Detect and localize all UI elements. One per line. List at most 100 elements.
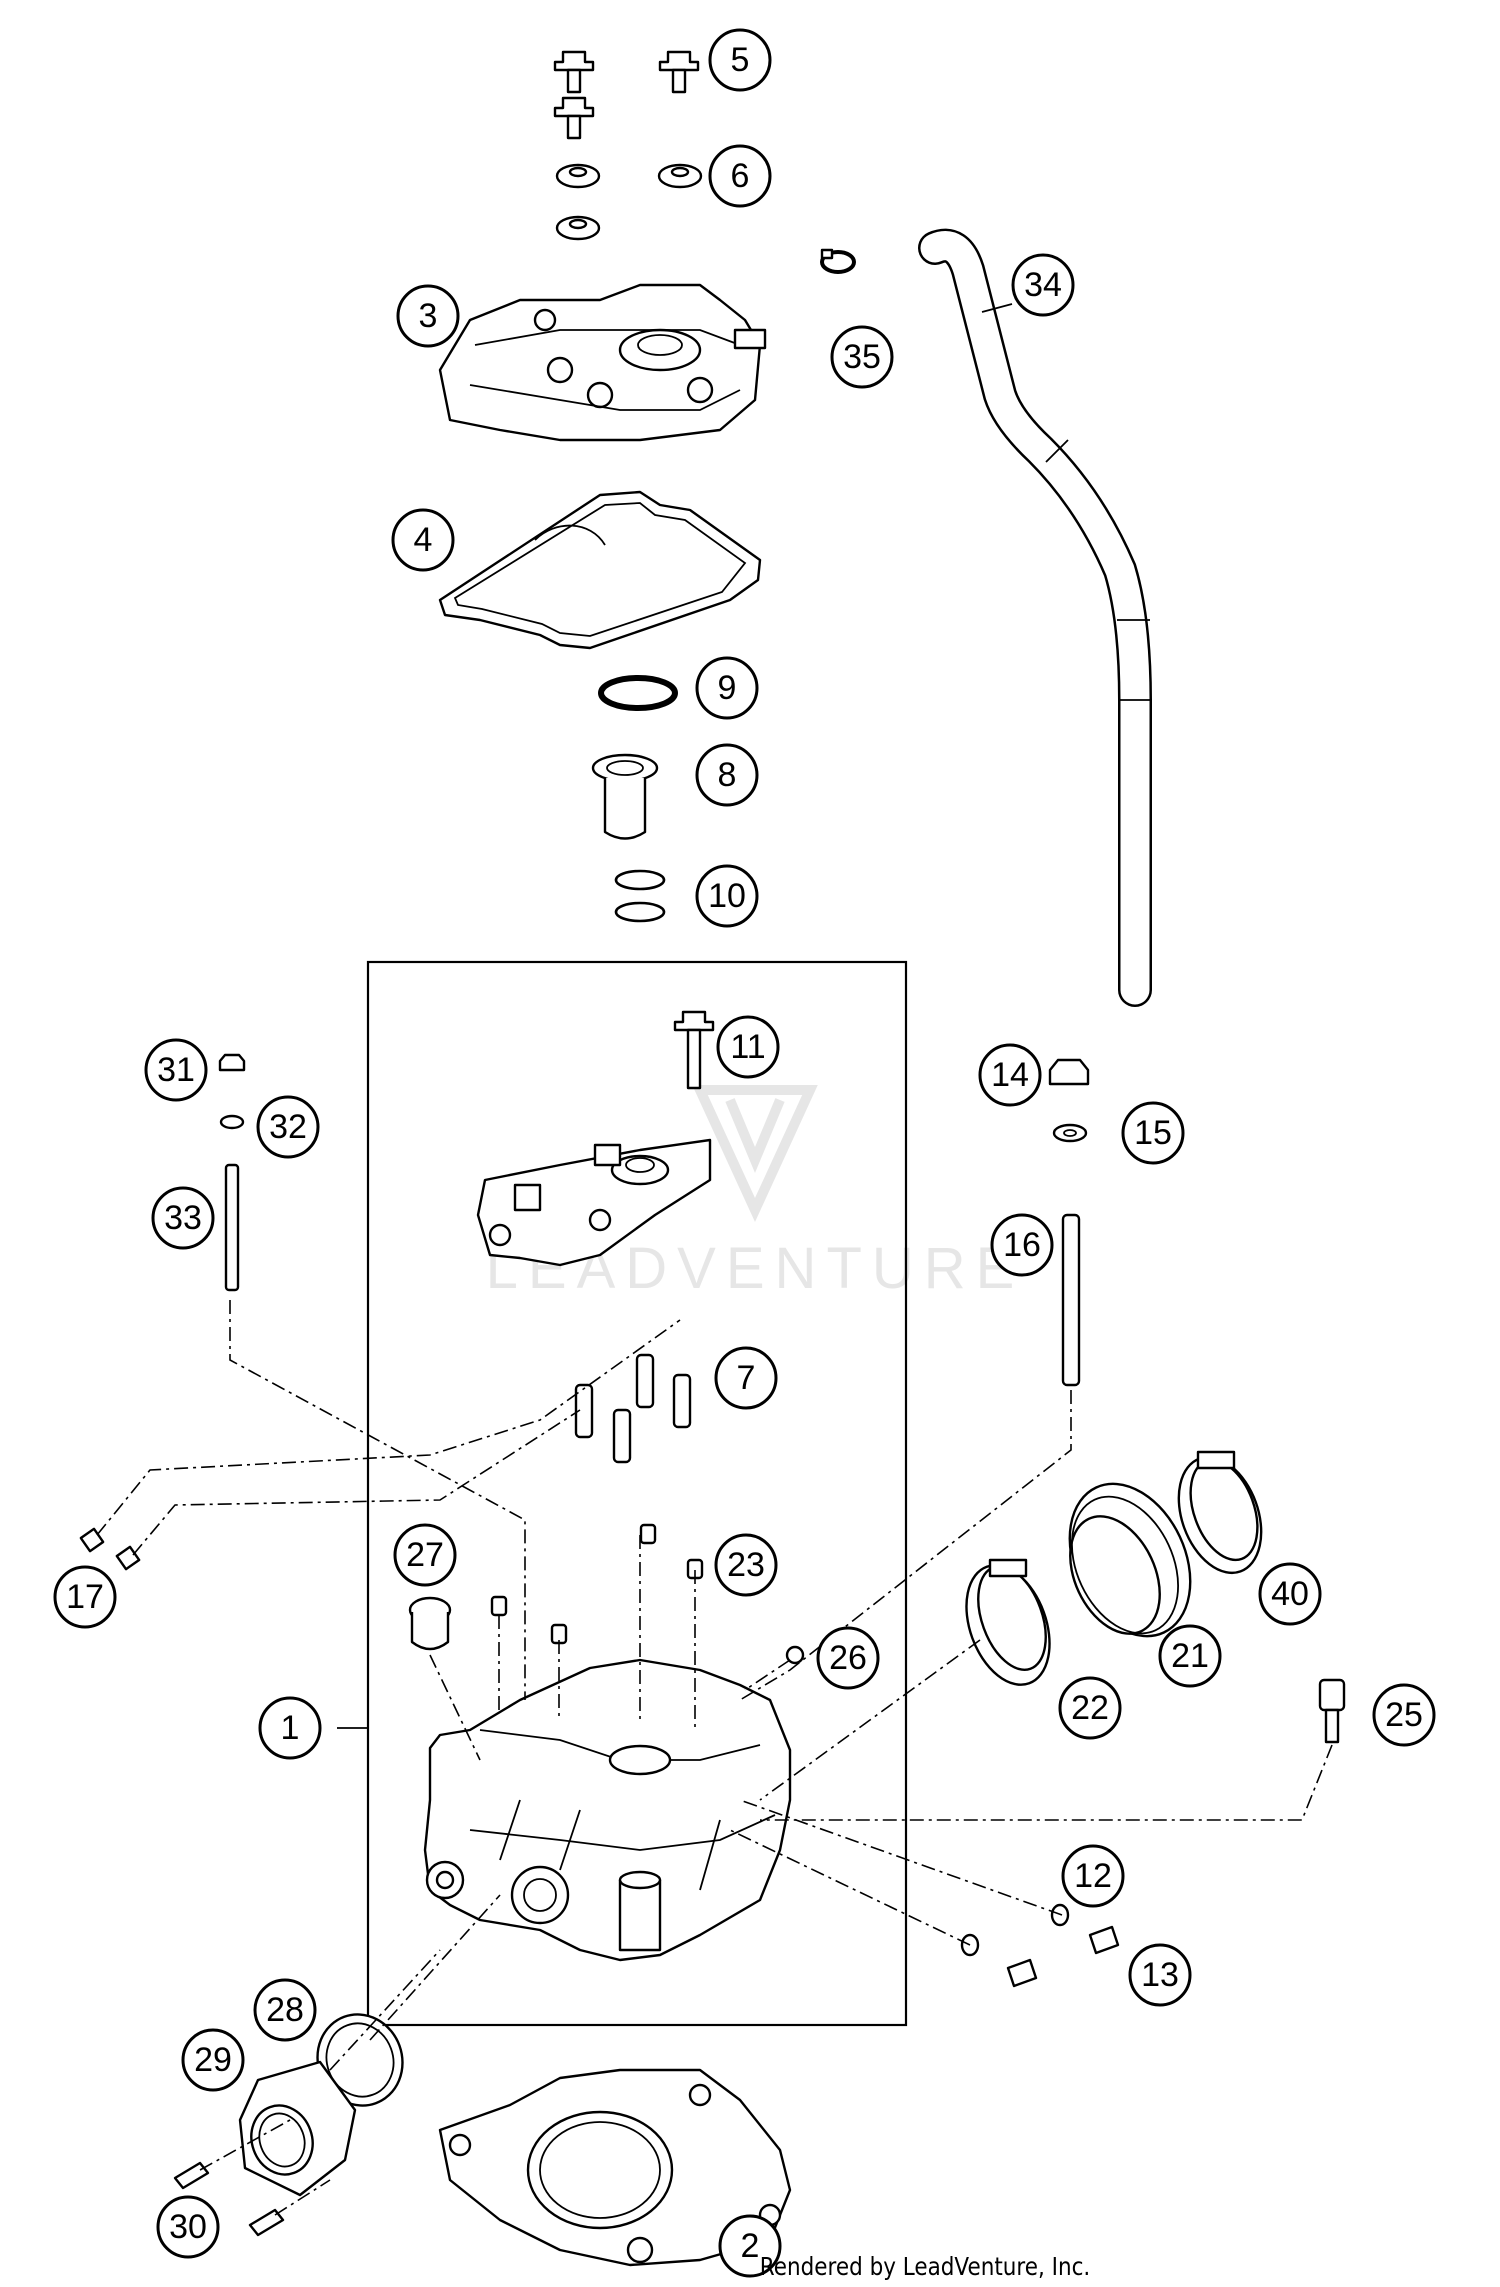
callout-29[interactable]: 29 (181, 2028, 245, 2092)
cylinder-head-group-box (366, 960, 908, 2027)
svg-text:8: 8 (718, 756, 737, 794)
svg-text:25: 25 (1385, 1696, 1423, 1734)
svg-text:40: 40 (1271, 1575, 1309, 1613)
svg-text:7: 7 (737, 1359, 756, 1397)
callout-21[interactable]: 21 (1158, 1624, 1222, 1688)
part-cylinder-head-1 (423, 1658, 792, 1962)
part-seal-8 (591, 753, 659, 840)
part-intake-boot-21 (1068, 1482, 1192, 1638)
svg-text:17: 17 (66, 1578, 104, 1616)
svg-text:27: 27 (406, 1536, 444, 1574)
svg-text:23: 23 (727, 1546, 765, 1584)
svg-text:21: 21 (1171, 1637, 1209, 1675)
part-hose-34-joints (981, 303, 1152, 701)
callout-25[interactable]: 25 (1372, 1683, 1436, 1747)
callout-22[interactable]: 22 (1058, 1676, 1122, 1740)
part-nut-14 (1048, 1058, 1090, 1086)
part-grommets-6 (555, 163, 703, 241)
part-o-ring-9 (598, 675, 678, 711)
callout-17[interactable]: 17 (53, 1565, 117, 1629)
part-plug-27 (408, 1596, 452, 1651)
part-stud-33 (224, 1163, 240, 1292)
svg-text:9: 9 (718, 669, 737, 707)
callout-9[interactable]: 9 (695, 656, 759, 720)
callout-2[interactable]: 2 (718, 2214, 782, 2278)
svg-text:3: 3 (419, 297, 438, 335)
callout-30[interactable]: 30 (156, 2195, 220, 2259)
callout-35[interactable]: 35 (830, 325, 894, 389)
part-valve-cover-3 (438, 283, 767, 442)
svg-text:14: 14 (991, 1056, 1029, 1094)
callout-6[interactable]: 6 (708, 144, 772, 208)
svg-text:29: 29 (194, 2041, 232, 2079)
part-clamp-40 (1177, 1450, 1263, 1575)
callout-11[interactable]: 11 (716, 1015, 780, 1079)
callout-32[interactable]: 32 (256, 1095, 320, 1159)
svg-text:11: 11 (730, 1028, 765, 1066)
part-bolts-17 (79, 1527, 141, 1571)
svg-text:31: 31 (157, 1051, 195, 1089)
svg-text:6: 6 (731, 157, 750, 195)
callout-1[interactable]: 1 (258, 1696, 322, 1760)
callout-23[interactable]: 23 (714, 1533, 778, 1597)
part-washer-15 (1052, 1123, 1088, 1143)
part-clamp-22 (965, 1558, 1051, 1686)
leader-lines (96, 1300, 1333, 2216)
svg-text:26: 26 (829, 1639, 867, 1677)
part-clamp-35 (820, 248, 856, 274)
part-o-rings-10 (614, 869, 666, 923)
part-sensor-25 (1318, 1678, 1346, 1744)
callout-27[interactable]: 27 (393, 1523, 457, 1587)
callout-13[interactable]: 13 (1128, 1943, 1192, 2007)
svg-text:15: 15 (1134, 1114, 1172, 1152)
part-flange-29 (238, 2060, 357, 2197)
svg-text:35: 35 (843, 338, 881, 376)
callout-33[interactable]: 33 (151, 1186, 215, 1250)
svg-text:5: 5 (731, 41, 750, 79)
svg-text:30: 30 (169, 2208, 207, 2246)
svg-text:1: 1 (281, 1709, 300, 1747)
callout-3[interactable]: 3 (396, 284, 460, 348)
part-head-gasket-2 (438, 2068, 792, 2267)
part-washer-32 (219, 1114, 245, 1130)
part-dowels-23 (490, 1523, 704, 1645)
svg-text:10: 10 (708, 877, 746, 915)
svg-text:4: 4 (414, 521, 433, 559)
part-gasket-4 (438, 490, 762, 650)
part-nut-26 (785, 1645, 805, 1665)
callout-40[interactable]: 40 (1258, 1562, 1322, 1626)
callout-15[interactable]: 15 (1121, 1101, 1185, 1165)
callout-12[interactable]: 12 (1061, 1844, 1125, 1908)
part-camshaft-carrier (476, 1138, 712, 1267)
part-hose-34-fill (920, 231, 1150, 1005)
callout-8[interactable]: 8 (695, 743, 759, 807)
callout-34[interactable]: 34 (1011, 253, 1075, 317)
callout-7[interactable]: 7 (714, 1346, 778, 1410)
svg-text:32: 32 (269, 1108, 307, 1146)
svg-text:34: 34 (1024, 266, 1062, 304)
callout-10[interactable]: 10 (695, 864, 759, 928)
callout-28[interactable]: 28 (253, 1978, 317, 2042)
part-hose-34 (918, 228, 1152, 1007)
callout-31[interactable]: 31 (144, 1038, 208, 1102)
callout-26[interactable]: 26 (816, 1626, 880, 1690)
svg-text:13: 13 (1141, 1956, 1179, 1994)
svg-text:33: 33 (164, 1199, 202, 1237)
part-screws-12-13 (960, 1903, 1120, 1988)
callout-4[interactable]: 4 (391, 508, 455, 572)
svg-text:28: 28 (266, 1991, 304, 2029)
svg-text:22: 22 (1071, 1689, 1109, 1727)
callout-5[interactable]: 5 (708, 28, 772, 92)
part-stud-16 (1061, 1213, 1081, 1387)
part-valve-guides-7 (574, 1353, 692, 1464)
part-bolts-5 (553, 50, 700, 140)
svg-text:2: 2 (741, 2227, 760, 2265)
callout-14[interactable]: 14 (978, 1043, 1042, 1107)
callout-16[interactable]: 16 (990, 1213, 1054, 1277)
rendered-by-credit: Rendered by LeadVenture, Inc. (759, 2252, 1090, 2281)
part-nut-31 (218, 1053, 246, 1072)
svg-text:16: 16 (1003, 1226, 1041, 1264)
svg-text:12: 12 (1074, 1857, 1112, 1895)
part-bolt-11 (673, 1010, 715, 1090)
